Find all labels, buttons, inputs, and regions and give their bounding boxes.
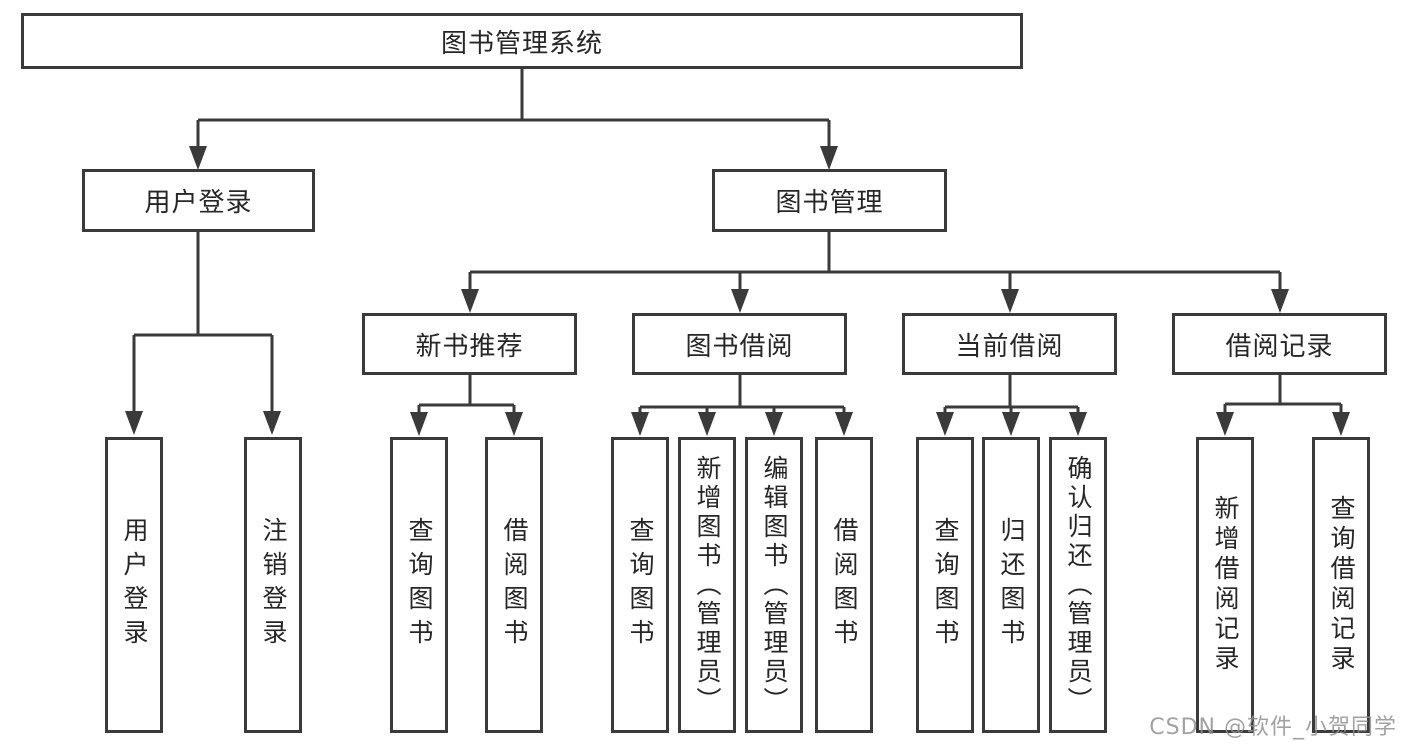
node-user-login-label: 用户登录: [144, 188, 253, 218]
leaf-borrow-add-books-admin-label: 新增图书（管理员）: [693, 454, 722, 716]
leaf-borrow-add-books-admin: 新增图书（管理员）: [678, 437, 736, 733]
leaf-borrow-borrow-books-label: 借阅图书: [830, 517, 859, 653]
leaf-borrow-edit-books-admin-label: 编辑图书（管理员）: [760, 454, 789, 716]
node-borrow-records: 借阅记录: [1172, 313, 1387, 375]
node-new-book-recommend: 新书推荐: [362, 313, 577, 375]
node-borrow-records-label: 借阅记录: [1225, 331, 1334, 362]
node-library-system-label: 图书管理系统: [440, 28, 603, 59]
leaf-current-query-books-label: 查询图书: [931, 517, 960, 653]
leaf-recommend-borrow-books: 借阅图书: [485, 437, 543, 733]
leaf-records-query-record-label: 查询借阅记录: [1327, 495, 1356, 675]
node-book-management: 图书管理: [712, 169, 947, 232]
leaf-current-return-books-label: 归还图书: [997, 517, 1026, 653]
leaf-records-add-record: 新增借阅记录: [1196, 437, 1254, 733]
leaf-records-add-record-label: 新增借阅记录: [1211, 495, 1240, 675]
node-library-system: 图书管理系统: [21, 13, 1023, 69]
node-new-book-recommend-label: 新书推荐: [415, 331, 524, 362]
leaf-user-login: 用户登录: [105, 437, 163, 733]
leaf-borrow-borrow-books: 借阅图书: [815, 437, 873, 733]
node-book-management-label: 图书管理: [775, 188, 884, 218]
leaf-recommend-query-books-label: 查询图书: [405, 517, 434, 653]
node-current-borrow: 当前借阅: [902, 313, 1117, 375]
leaf-current-query-books: 查询图书: [916, 437, 974, 733]
leaf-borrow-edit-books-admin: 编辑图书（管理员）: [745, 437, 803, 733]
leaf-logout: 注销登录: [244, 437, 302, 733]
node-user-login: 用户登录: [82, 169, 315, 232]
leaf-borrow-query-books: 查询图书: [611, 437, 669, 733]
watermark: CSDN @软件_小贺同学: [1149, 715, 1397, 740]
leaf-borrow-query-books-label: 查询图书: [626, 517, 655, 653]
leaf-recommend-query-books: 查询图书: [390, 437, 448, 733]
leaf-user-login-label: 用户登录: [120, 517, 149, 653]
leaf-records-query-record: 查询借阅记录: [1312, 437, 1370, 733]
leaf-current-confirm-return-admin-label: 确认归还（管理员）: [1064, 454, 1093, 716]
leaf-current-return-books: 归还图书: [982, 437, 1040, 733]
node-book-borrow-label: 图书借阅: [685, 331, 794, 362]
node-book-borrow: 图书借阅: [632, 313, 847, 375]
leaf-current-confirm-return-admin: 确认归还（管理员）: [1049, 437, 1107, 733]
node-current-borrow-label: 当前借阅: [955, 331, 1064, 362]
leaf-recommend-borrow-books-label: 借阅图书: [500, 517, 529, 653]
leaf-logout-label: 注销登录: [259, 517, 288, 653]
